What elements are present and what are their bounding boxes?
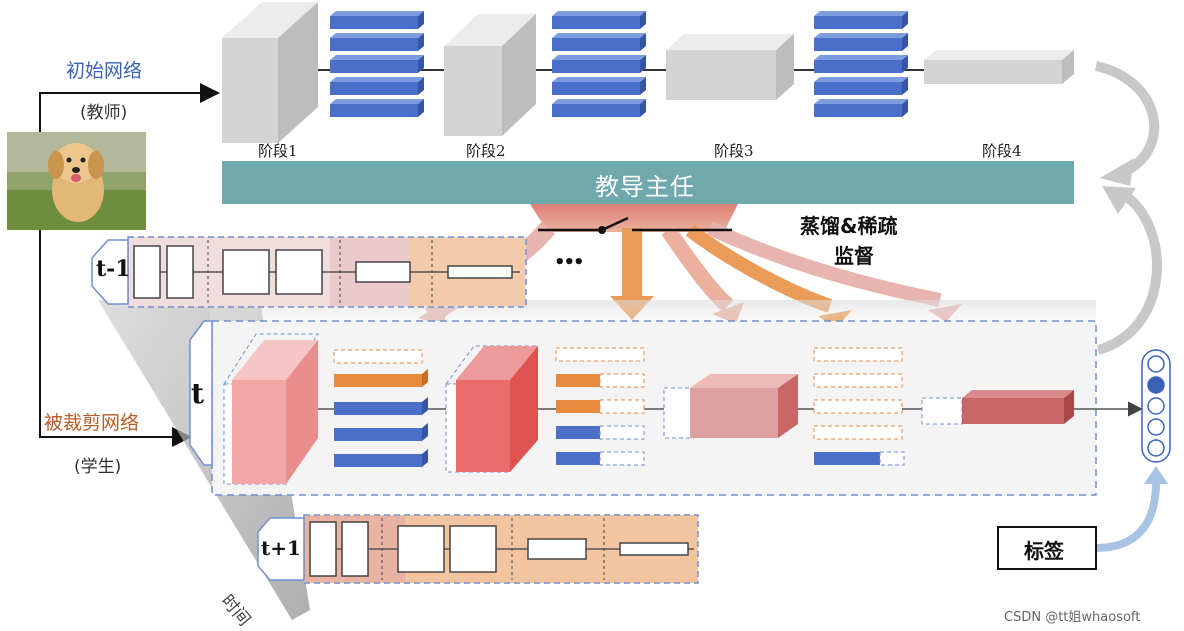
teacher-stage2-layers (552, 11, 646, 117)
panel-t (189, 320, 1143, 496)
ellipsis: ••• (554, 252, 584, 273)
teacher-stage1-block (222, 2, 318, 143)
panel-t-plus-1 (257, 514, 699, 584)
supervisor-title: 教导主任 (595, 173, 695, 201)
t-plus-1-tab: t+1 (261, 536, 301, 560)
teacher-stage3-layers (814, 11, 908, 117)
student-stage3-layers (813, 347, 905, 466)
stage3-label: 阶段3 (714, 142, 754, 160)
student-stage1-layers (333, 349, 428, 467)
teacher-stage4-block (924, 50, 1074, 84)
teacher-input-arrow (39, 83, 220, 132)
supervision-label-1: 蒸馏&稀疏 (800, 214, 898, 238)
teacher-network (222, 2, 1074, 143)
teacher-stage2-block (444, 14, 536, 136)
student-stage2-layers (555, 347, 645, 466)
t-minus-1-tab: t-1 (96, 256, 131, 282)
stage4-label: 阶段4 (982, 142, 1022, 160)
label-box-text: 标签 (1024, 539, 1064, 563)
puppy-photo (7, 132, 146, 230)
teacher-stage1-layers (330, 11, 424, 117)
supervisor-bar (222, 161, 1074, 204)
panel-t-minus-1 (91, 236, 527, 308)
t-tab: t (191, 377, 204, 410)
switch-icon (538, 216, 732, 234)
label-arrow (1095, 466, 1168, 552)
teacher-stage3-block (666, 34, 794, 100)
output-node-icon (1141, 349, 1171, 463)
student-role-label: (学生) (74, 457, 122, 477)
student-input-arrow (39, 230, 192, 447)
teacher-role-label: (教师) (80, 103, 128, 123)
stage1-label: 阶段1 (258, 142, 298, 160)
feedback-arrows (1094, 61, 1162, 355)
stage2-label: 阶段2 (466, 142, 506, 160)
label-box (997, 526, 1097, 570)
teacher-net-label: 初始网络 (66, 60, 143, 82)
supervision-label-2: 监督 (834, 244, 874, 268)
student-net-label: 被裁剪网络 (44, 412, 140, 434)
watermark: CSDN @tt姐whaosoft (1004, 610, 1141, 625)
